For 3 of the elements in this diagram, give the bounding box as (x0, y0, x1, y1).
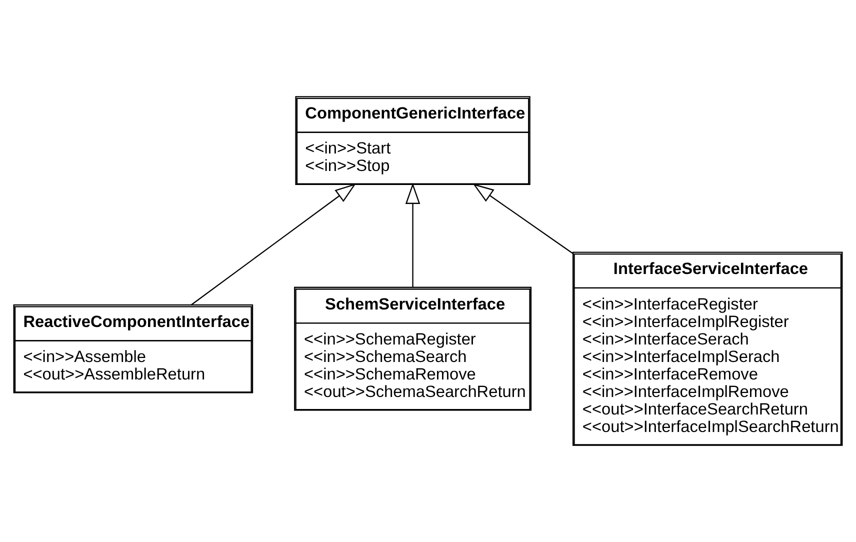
arrow (472, 184, 574, 254)
arrow (405, 182, 420, 287)
arrow (191, 184, 356, 306)
